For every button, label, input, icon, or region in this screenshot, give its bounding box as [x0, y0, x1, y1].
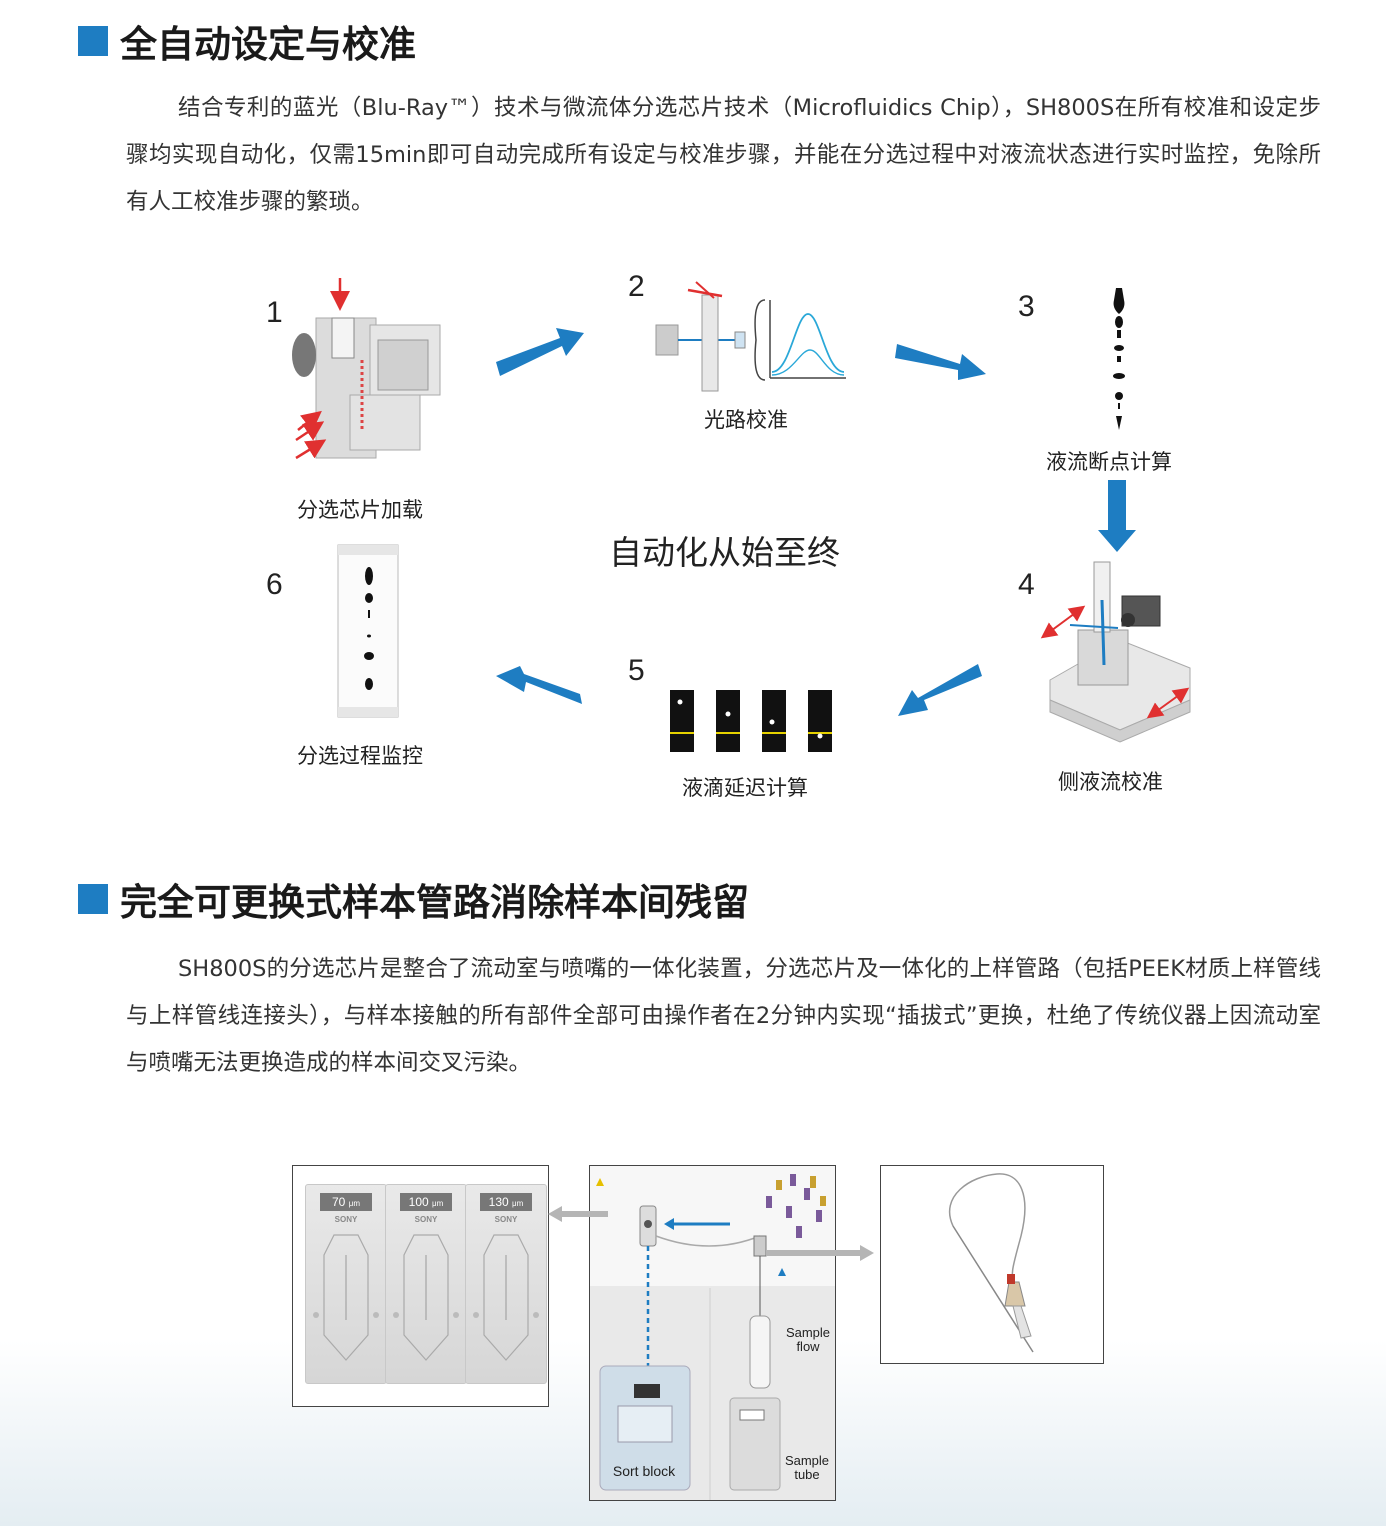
step-6-number: 6 — [266, 568, 283, 601]
chip-brand: SONY — [494, 1215, 518, 1224]
arrow-4-to-5 — [898, 664, 982, 716]
chip-loading-image — [292, 278, 441, 460]
chip-size-tag: 100 μm — [400, 1193, 452, 1211]
chip-brand: SONY — [334, 1215, 358, 1224]
sample-tube-label: Sample tube — [784, 1453, 830, 1482]
section1-paragraph: 结合专利的蓝光（Blu-Ray™）技术与微流体分选芯片技术（Microfluid… — [126, 95, 1321, 215]
arrow-3-to-4 — [1098, 480, 1136, 552]
step-6-label: 分选过程监控 — [297, 744, 423, 768]
sort-chip-100: 100 μm SONY — [385, 1184, 467, 1384]
step-3-number: 3 — [1018, 290, 1035, 323]
step-5-label: 液滴延迟计算 — [682, 776, 808, 800]
sort-block-label: Sort block — [612, 1463, 676, 1479]
chip-size-tag: 130 μm — [480, 1193, 532, 1211]
arrow-1-to-2 — [496, 328, 584, 376]
optical-alignment-image — [655, 281, 846, 392]
sort-monitor-image — [337, 544, 399, 718]
step-1-label: 分选芯片加载 — [297, 498, 423, 522]
drop-delay-image — [670, 690, 832, 752]
section2-heading: 完全可更换式样本管路消除样本间残留 — [78, 872, 749, 926]
sort-chip-70: 70 μm SONY — [305, 1184, 387, 1384]
heading-square-icon — [78, 884, 108, 914]
step-1-number: 1 — [266, 296, 283, 329]
arrow-5-to-6 — [496, 666, 582, 704]
section1-title: 全自动设定与校准 — [120, 23, 416, 66]
heading-square-icon — [78, 26, 108, 56]
step-3-label: 液流断点计算 — [1046, 450, 1172, 474]
chip-brand: SONY — [414, 1215, 438, 1224]
sort-chips-panel: 70 μm SONY 100 μm SONY 130 μm SONY — [292, 1165, 549, 1407]
instrument-interior-panel: Sample flow Sample tube Sort block — [589, 1165, 836, 1501]
sample-tubing-image — [948, 1173, 1034, 1353]
step-2-number: 2 — [628, 270, 645, 303]
cycle-center-label: 自动化从始至终 — [609, 533, 840, 572]
chip-size-tag: 70 μm — [320, 1193, 372, 1211]
sort-chip-130: 130 μm SONY — [465, 1184, 547, 1384]
step-5-number: 5 — [628, 654, 645, 687]
connector-arrows — [548, 1206, 874, 1261]
section2-paragraph: SH800S的分选芯片是整合了流动室与喷嘴的一体化装置，分选芯片及一体化的上样管… — [126, 956, 1321, 1076]
step-4-number: 4 — [1018, 568, 1035, 601]
sample-flow-label: Sample flow — [785, 1325, 831, 1354]
arrow-2-to-3 — [895, 344, 986, 380]
section1-heading: 全自动设定与校准 — [78, 14, 416, 68]
side-stream-image — [1040, 561, 1191, 743]
step-2-label: 光路校准 — [704, 408, 788, 432]
step-4-label: 侧液流校准 — [1058, 770, 1163, 794]
sample-tubing-panel — [880, 1165, 1104, 1364]
section2-title: 完全可更换式样本管路消除样本间残留 — [120, 881, 749, 924]
cycle-diagram — [292, 278, 1191, 752]
instrument-interior-image — [590, 1166, 835, 1500]
stream-breakoff-image — [1113, 288, 1125, 430]
